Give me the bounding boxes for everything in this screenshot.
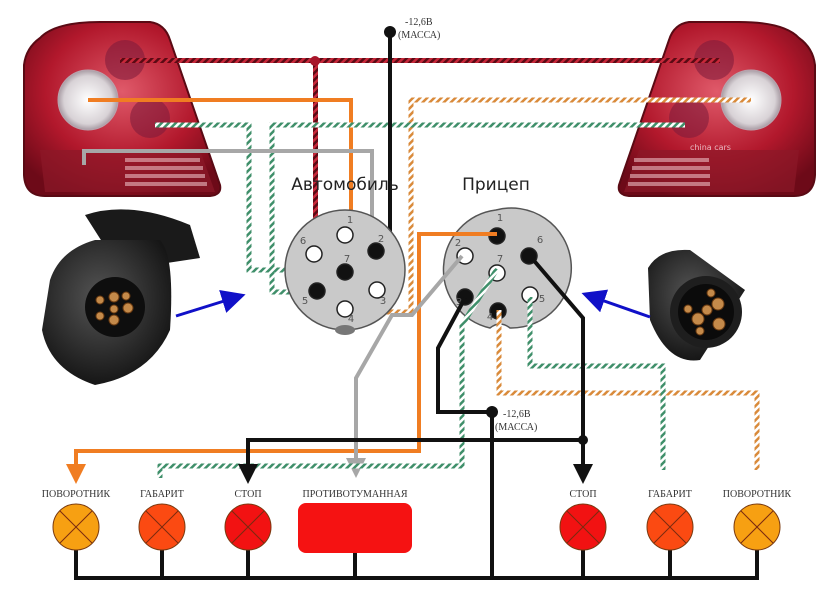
taillight-right: china cars: [617, 21, 816, 197]
car-pin-number: 4: [348, 314, 354, 325]
lamp-cross: [231, 510, 265, 544]
car-pin-3: [368, 281, 386, 299]
wire-fog-top: [82, 149, 374, 244]
trailer-connector-label: Прицеп: [462, 175, 530, 195]
wire-ground-bottom: [436, 297, 494, 578]
trailer-pin-number: 1: [497, 213, 503, 224]
lamps-left: ПОВОРОТНИК ГАБАРИТ СТОП ПРОТИВОТУМАННАЯ: [42, 489, 412, 578]
trailer-pin-number: 5: [539, 294, 545, 305]
junction-stop-bottom: [578, 435, 588, 445]
lamp-cross: [145, 510, 179, 544]
lamp-cross: [740, 510, 774, 544]
ground-label-top-line1: -12,6В: [405, 17, 433, 28]
lamps-right: СТОП ГАБАРИТ ПОВОРОТНИК: [559, 489, 792, 578]
wire-fog-bottom: [346, 254, 464, 478]
trailer-pin-number: 3: [456, 297, 462, 308]
arrow-socket-to-car: [175, 290, 246, 318]
wire-marker-right-bottom: [527, 297, 666, 470]
socket-image: [42, 209, 200, 385]
wire-marker-left-bottom: [157, 267, 500, 478]
taillight-left: [23, 21, 222, 197]
car-pin-number: 7: [344, 254, 350, 265]
car-pin-6: [305, 245, 323, 263]
car-pin-2: [367, 242, 385, 260]
wire-stop-bus: [246, 438, 593, 484]
junction-stop: [310, 56, 320, 66]
lamp-label: ПОВОРОТНИК: [42, 489, 111, 500]
car-pin-number: 5: [302, 296, 308, 307]
car-pin-number: 1: [347, 215, 353, 226]
lamp-label: ПРОТИВОТУМАННАЯ: [303, 489, 408, 500]
arrow-plug-to-trailer: [581, 289, 651, 319]
ground-terminal-bottom: [486, 406, 498, 418]
car-pin-4: [336, 300, 354, 318]
car-pin-5: [308, 282, 326, 300]
lamp-label: ГАБАРИТ: [648, 489, 692, 500]
lamp-label: ГАБАРИТ: [140, 489, 184, 500]
car-pin-1: [336, 226, 354, 244]
plug-image: [648, 249, 745, 361]
wire-turn-right-bottom: [496, 310, 760, 470]
trailer-pin-number: 2: [455, 238, 461, 249]
ground-label-bottom-line1: -12,6В: [503, 409, 531, 420]
lamp-cross: [653, 510, 687, 544]
wire-stop-to-car-pin6: [313, 60, 318, 250]
car-pin-7: [336, 263, 354, 281]
wire-turn-left-bottom: [66, 232, 497, 484]
trailer-connector: Прицеп 1 2 3 4 5 6 7: [442, 175, 573, 329]
ground-label-bottom-line2: (МАССА): [495, 422, 537, 433]
ground-label-top-line2: (МАССА): [398, 30, 440, 41]
car-pin-number: 6: [300, 236, 306, 247]
lamp-cross: [59, 510, 93, 544]
wire-stop-bottom: [528, 254, 585, 444]
car-pin-number: 2: [378, 234, 384, 245]
trailer-pin-number: 6: [537, 235, 543, 246]
car-connector: Автомобиль 1 2 3 4 5 6 7: [284, 175, 406, 335]
lamp-fog: [298, 503, 412, 553]
car-pin-number: 3: [380, 296, 386, 307]
wire-stop-top: [120, 58, 720, 63]
lamp-label: СТОП: [234, 489, 261, 500]
wire-turn-left-top: [88, 98, 353, 230]
trailer-pin-number: 4: [487, 312, 493, 323]
lamp-label: СТОП: [569, 489, 596, 500]
wire-marker-left-top: [155, 122, 318, 273]
lamp-cross: [566, 510, 600, 544]
ground-terminal-top: [384, 26, 396, 38]
car-connector-label: Автомобиль: [291, 175, 399, 195]
trailer-pin-number: 7: [497, 254, 503, 265]
ground-bus: [74, 545, 759, 580]
watermark: china cars: [690, 143, 731, 152]
lamp-label: ПОВОРОТНИК: [723, 489, 792, 500]
trailer-pin-3: [456, 288, 474, 306]
